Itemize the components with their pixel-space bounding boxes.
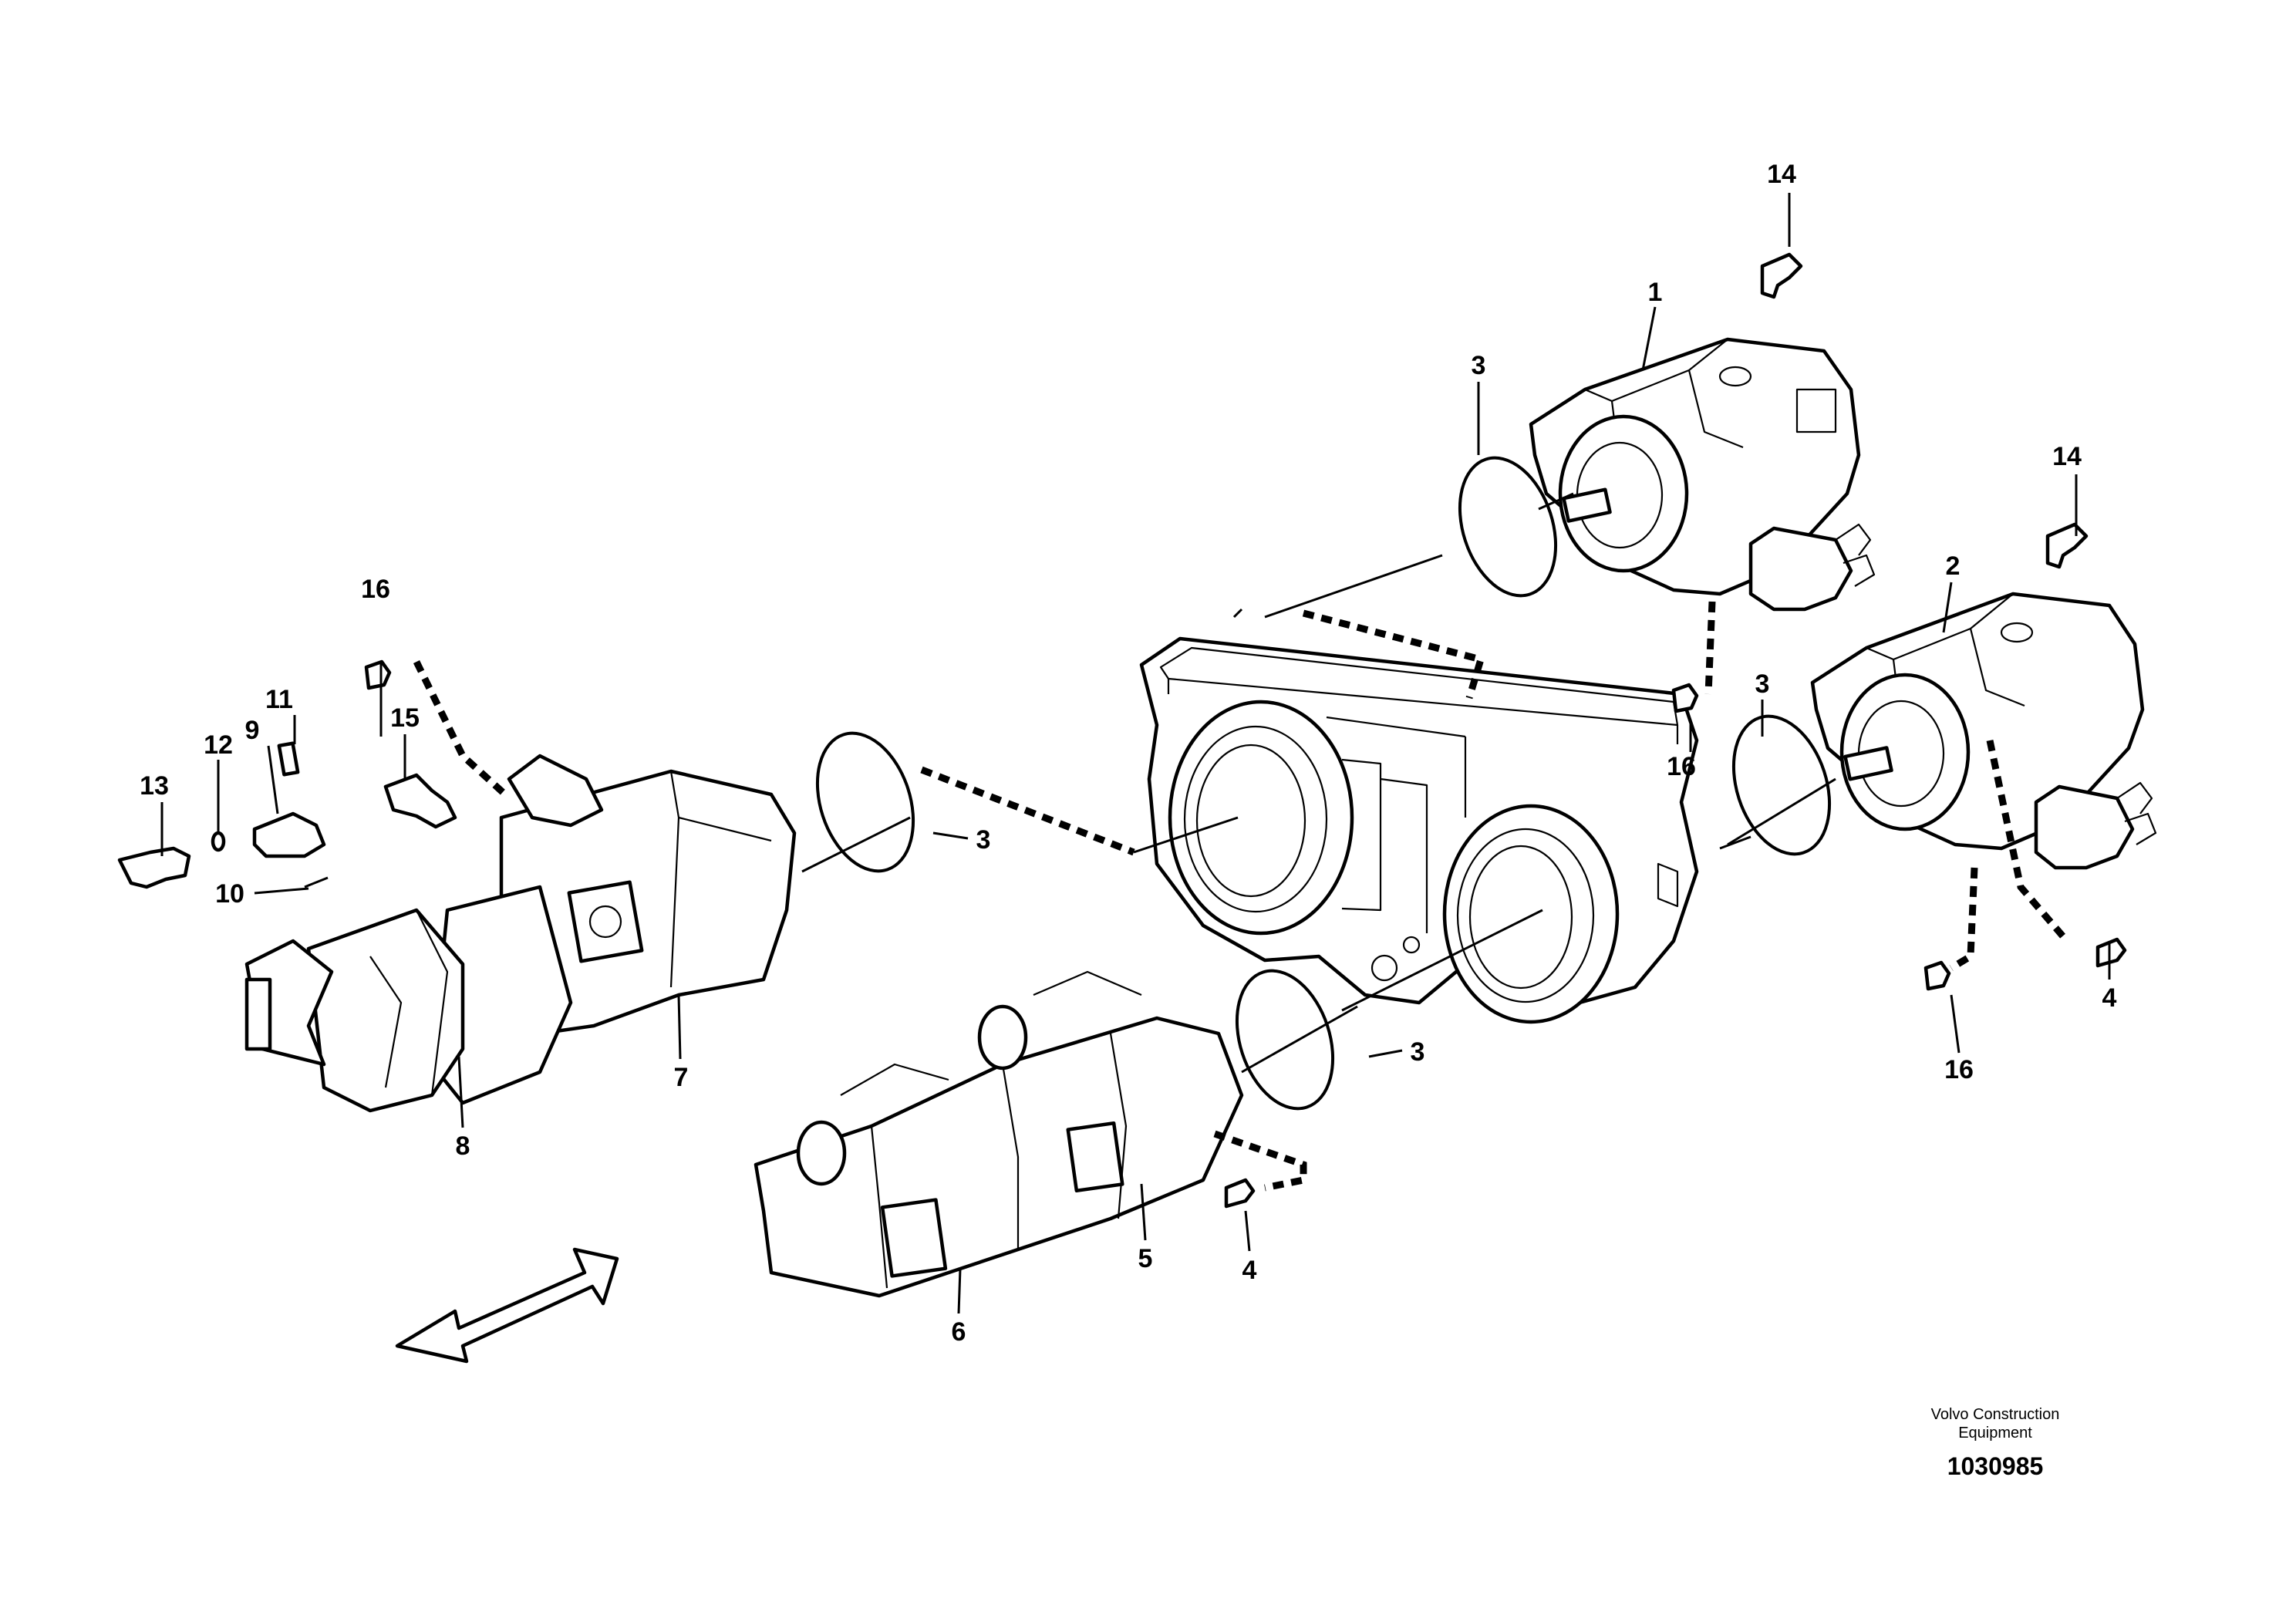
callout-labels: 1 2 3 3 3 3 4 4 5 6 7 8 9 10 11 12 13 14…: [140, 160, 2116, 1347]
callout-6: 6: [952, 1317, 966, 1347]
seal-ring-12: [211, 831, 226, 852]
leader-lines: [160, 193, 2111, 1314]
elbow-fitting-13: [117, 846, 191, 889]
callout-10: 10: [215, 879, 244, 909]
callout-3-left: 3: [976, 825, 991, 855]
callout-13: 13: [140, 771, 169, 801]
plug-16b: [1671, 683, 1699, 713]
callout-8: 8: [456, 1131, 470, 1161]
elbow-fitting-15: [383, 773, 457, 829]
o-ring-pump-2: [1731, 714, 1832, 856]
sensor-9: [252, 811, 326, 858]
callout-5: 5: [1138, 1244, 1153, 1273]
assembly-dashed-lines: [413, 601, 2070, 1192]
assembly-axis-lines: [801, 492, 1836, 1074]
elbow-fitting-14a: [1760, 252, 1803, 299]
bolt-4a: [2095, 937, 2127, 968]
o-rings: [815, 456, 1832, 1111]
direction-arrow: [395, 1247, 619, 1364]
bolt-4b: [1224, 1178, 1256, 1209]
company-name-line1: Volvo Construction: [1931, 1406, 2060, 1423]
o-ring-pump-1: [1458, 456, 1558, 598]
pump-assembly-left: [244, 754, 797, 1113]
callout-3-lower: 3: [1411, 1037, 1425, 1067]
o-ring-left: [815, 731, 915, 873]
callout-2: 2: [1946, 551, 1961, 581]
screw-11: [277, 741, 300, 777]
hydraulic-pump-1: [1529, 337, 1876, 612]
callout-3-pump-2: 3: [1755, 669, 1770, 699]
company-name-line2: Equipment: [1958, 1425, 2032, 1442]
callout-7: 7: [674, 1063, 689, 1092]
elbow-fitting-14b: [2045, 522, 2089, 569]
callout-9: 9: [245, 716, 260, 745]
callout-16-left: 16: [361, 575, 390, 604]
callout-4-lower: 4: [1242, 1256, 1257, 1285]
drawing-footer: Volvo Construction Equipment 1030985: [1931, 1406, 2060, 1480]
plug-16c: [1923, 960, 1951, 991]
callout-16-center: 16: [1667, 752, 1696, 781]
o-ring-lower: [1235, 969, 1335, 1111]
clip-10: [304, 876, 329, 889]
drawing-number: 1030985: [1947, 1452, 2044, 1480]
callout-16-right: 16: [1944, 1055, 1974, 1084]
hydraulic-pump-2: [1810, 592, 2157, 870]
callout-11: 11: [265, 685, 293, 714]
callout-14-upper: 14: [1767, 160, 1796, 189]
pump-drive-housing: [1139, 636, 1699, 1024]
callout-14-right: 14: [2052, 442, 2082, 471]
callout-1: 1: [1648, 278, 1663, 307]
plug-16a: [364, 659, 392, 690]
callout-4-right: 4: [2102, 983, 2117, 1013]
pump-assembly-lower: [754, 970, 1244, 1298]
callout-15: 15: [390, 703, 420, 733]
callout-3-pump-1: 3: [1472, 351, 1486, 380]
callout-12: 12: [204, 730, 233, 760]
